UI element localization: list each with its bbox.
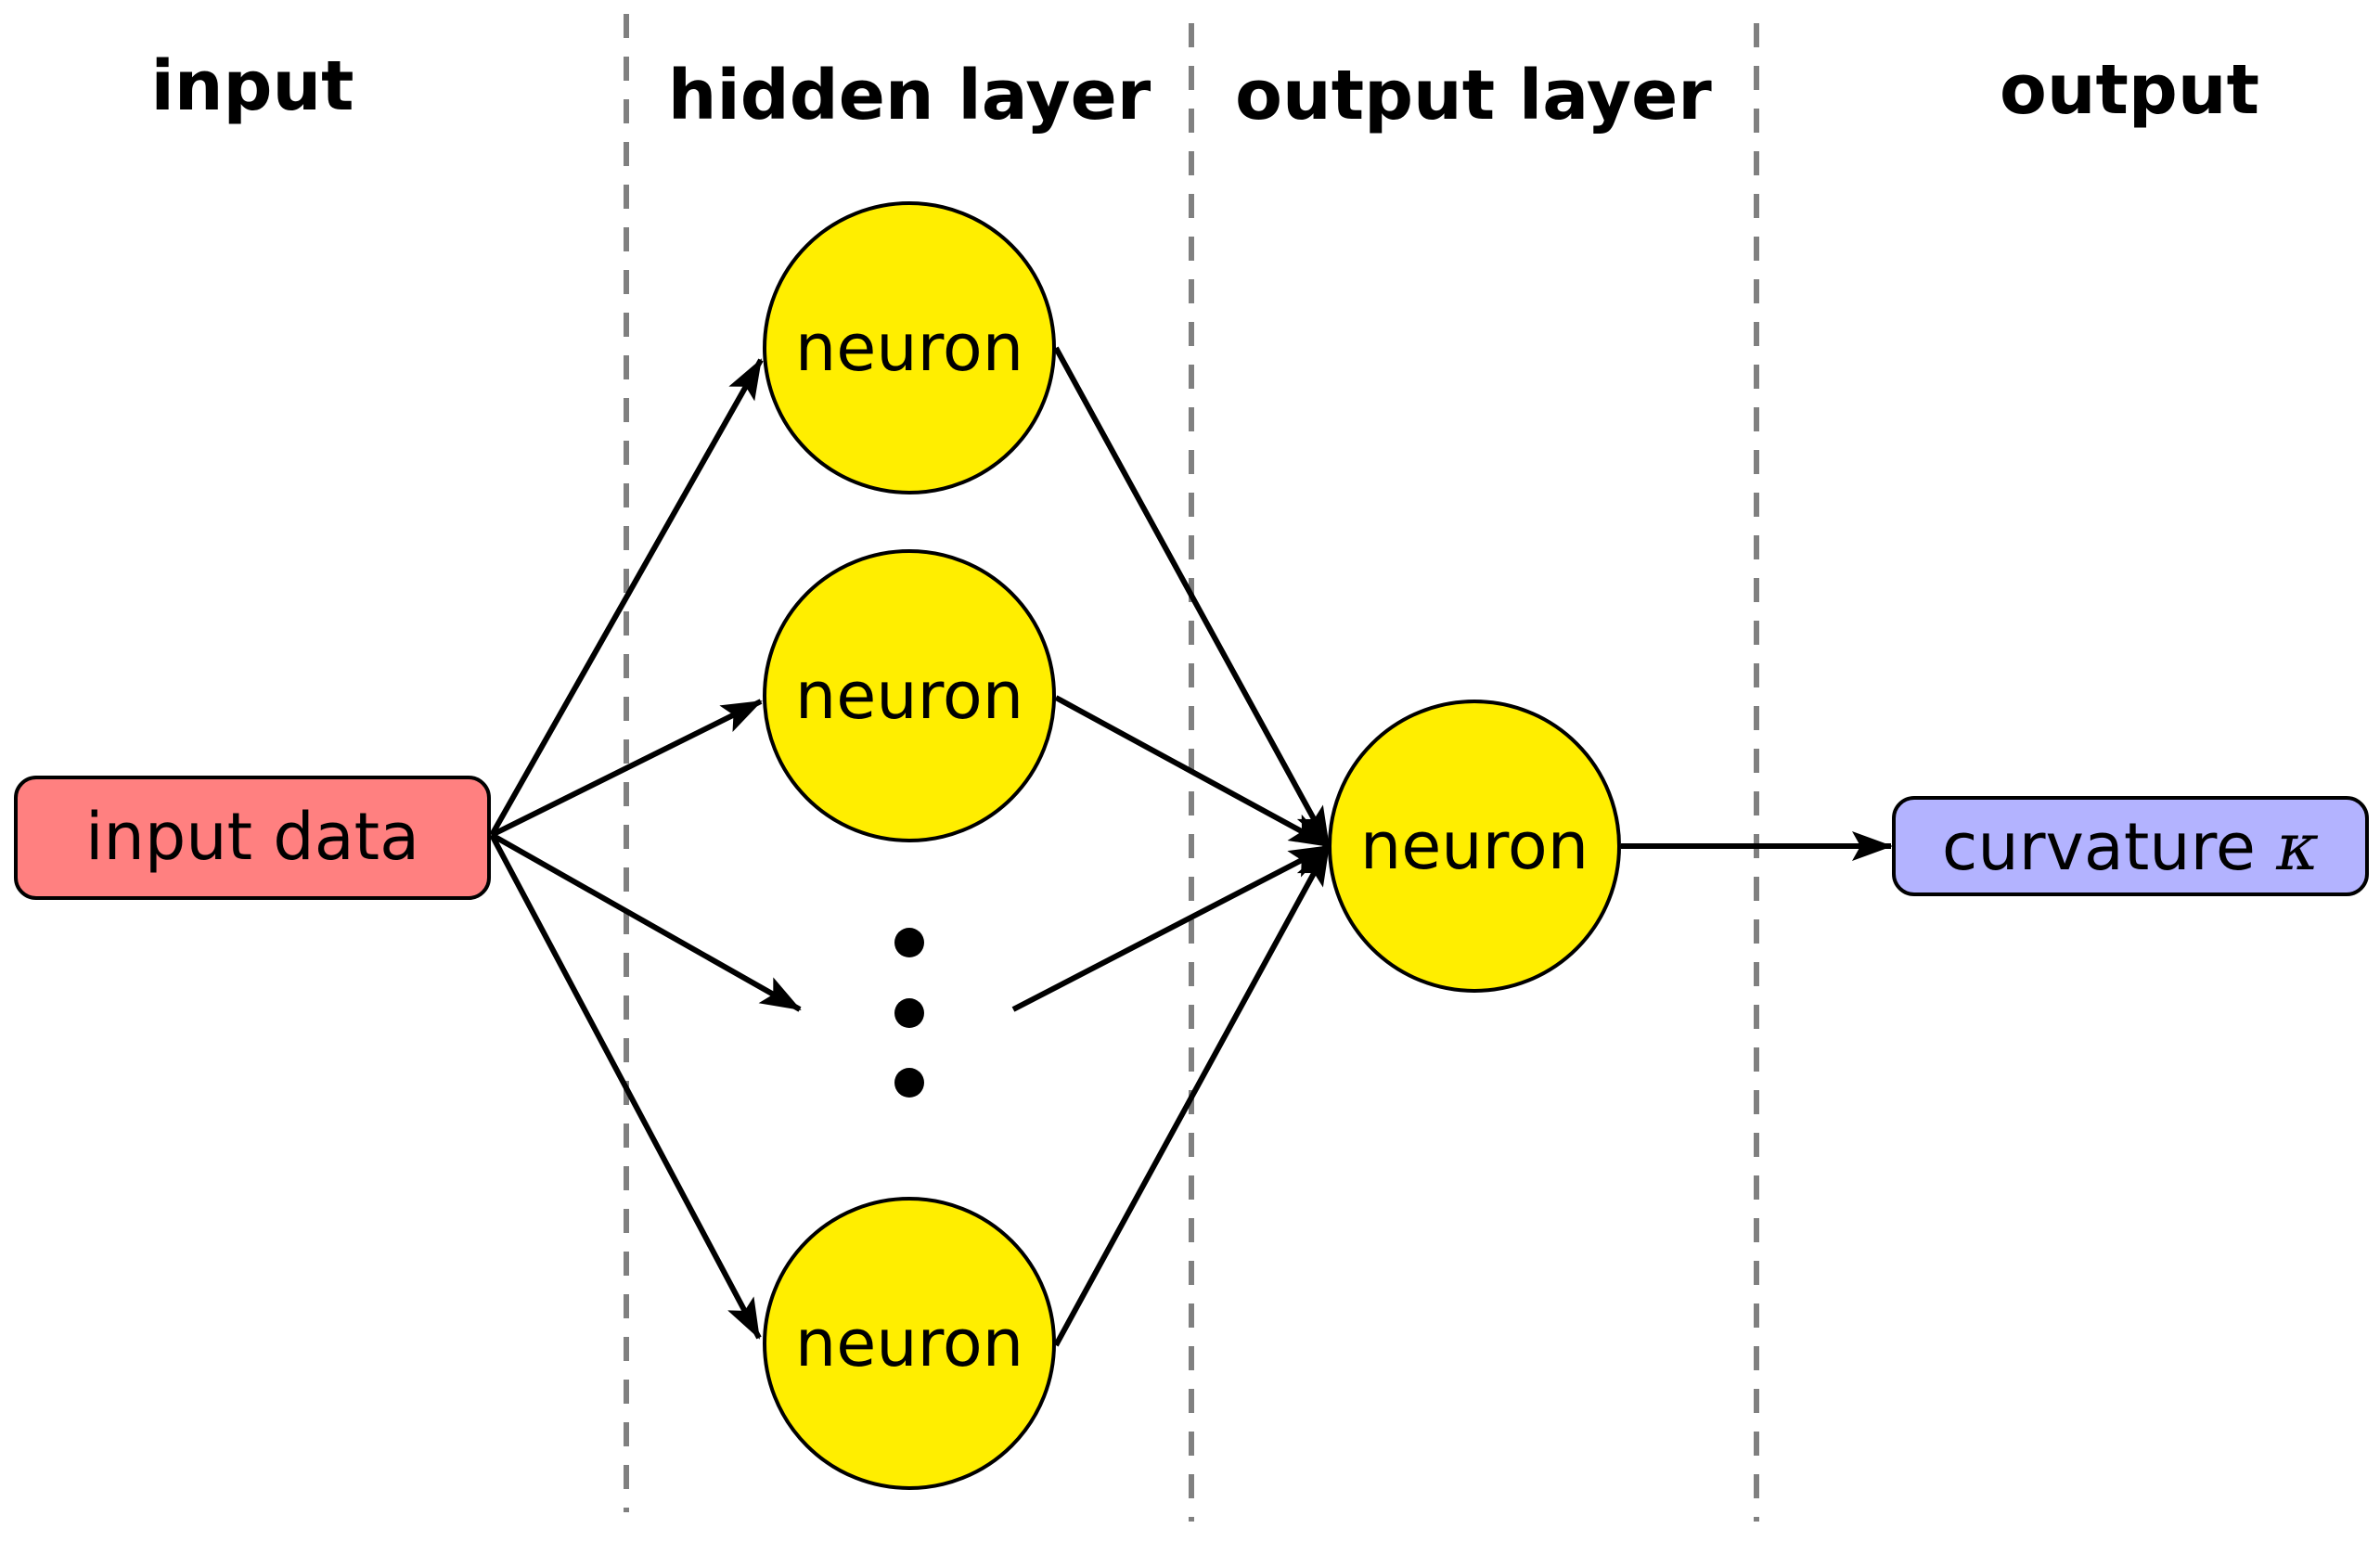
curvature-text: curvature (1942, 809, 2256, 885)
edge-neuron-1-to-output (1053, 346, 1332, 848)
hidden-neuron-n-circle (763, 1197, 1056, 1490)
input-data-label: input data (85, 799, 419, 875)
edge-input-to-neuron-1 (489, 358, 764, 837)
curvature-label: curvature κ (1942, 809, 2319, 885)
output-neuron-label: neuron (1360, 808, 1589, 884)
title-input: input (150, 46, 354, 126)
edge-input-to-ellipsis (490, 832, 802, 1012)
output-neuron: neuron (1328, 700, 1621, 993)
edge-input-to-neuron-2 (490, 699, 763, 838)
hidden-neuron-2-label: neuron (795, 658, 1023, 734)
hidden-neuron-2-circle (763, 549, 1056, 842)
ellipsis-dot-3 (894, 1068, 924, 1098)
output-neuron-circle (1328, 700, 1621, 993)
edge-neuron-n-to-output (1053, 844, 1332, 1347)
edge-input-to-neuron-n (489, 833, 762, 1340)
input-data-box: input data (14, 776, 491, 900)
ellipsis-dot-1 (894, 928, 924, 957)
curvature-gap (2256, 809, 2276, 885)
hidden-neuron-1-label: neuron (795, 310, 1023, 386)
hidden-neuron-2: neuron (763, 549, 1056, 842)
hidden-neuron-n: neuron (763, 1197, 1056, 1490)
hidden-neuron-1-circle (763, 201, 1056, 494)
title-hidden-layer: hidden layer (668, 56, 1151, 135)
hidden-neuron-1: neuron (763, 201, 1056, 494)
edge-neuron-2-to-output (1054, 695, 1331, 849)
title-output-layer: output layer (1235, 56, 1712, 135)
title-output: output (2000, 50, 2259, 130)
kappa-symbol: κ (2275, 809, 2319, 885)
curvature-box-shape (1892, 796, 2369, 896)
input-data-box-shape (14, 776, 491, 900)
hidden-neuron-n-label: neuron (795, 1305, 1023, 1381)
ellipsis-dot-2 (894, 998, 924, 1028)
curvature-box: curvature κ (1892, 796, 2369, 896)
edge-ellipsis-to-output (1011, 843, 1331, 1012)
ellipsis-icon (894, 928, 924, 1098)
